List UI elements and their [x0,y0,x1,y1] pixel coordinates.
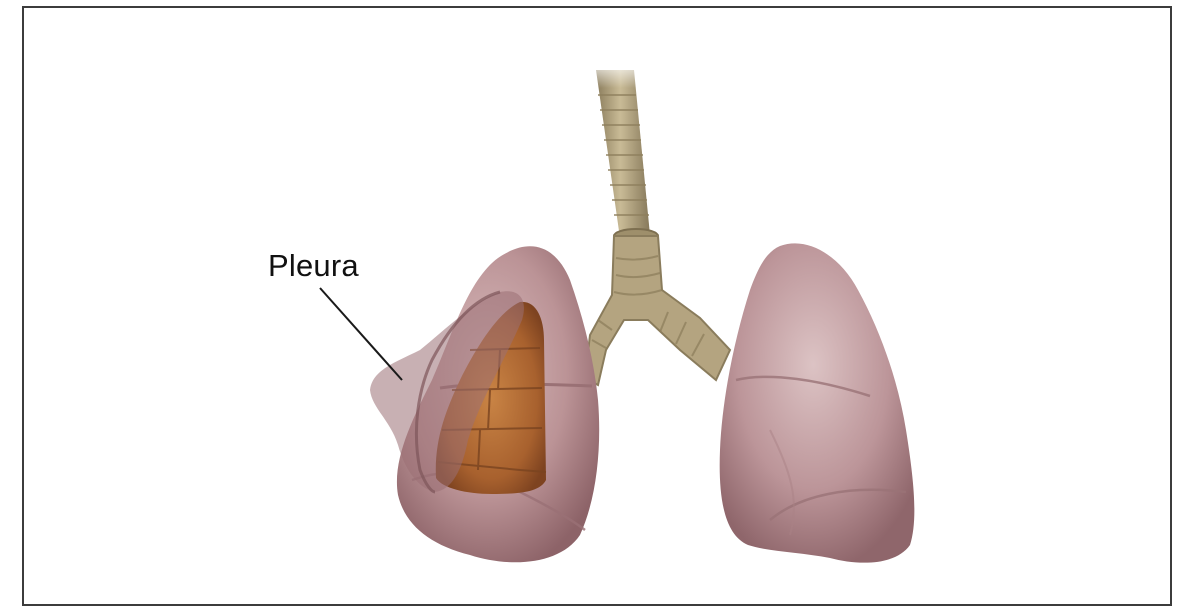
lungs-diagram [0,0,1184,586]
right-lung-illustration [720,243,915,562]
pleura-leader-line [320,288,402,380]
pleura-label: Pleura [268,248,359,284]
bronchi-illustration [585,236,730,385]
trachea-illustration [590,58,658,243]
